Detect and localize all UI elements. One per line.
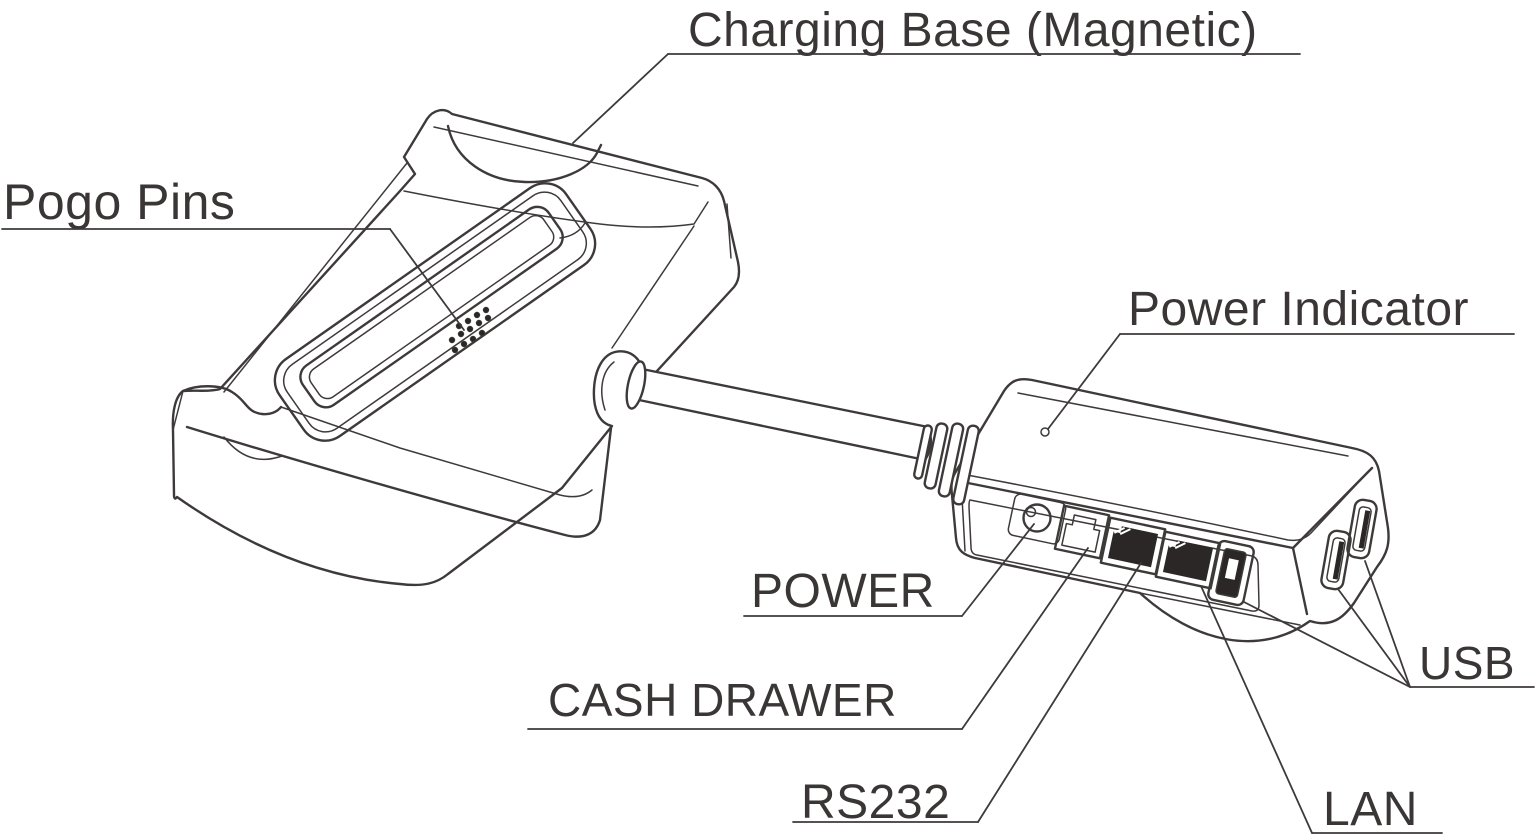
usb-front-shell [1207, 539, 1255, 607]
usb-port-end-1 [1320, 529, 1352, 591]
label-power: POWER [751, 565, 935, 618]
hub-outline [950, 377, 1390, 643]
rib-3 [937, 422, 965, 498]
base-right-edge-inner-line [726, 203, 732, 259]
cradle-slot [273, 182, 597, 442]
slot-outer-outline [273, 182, 597, 442]
callouts: Charging Base (Magnetic) Pogo Pins Power… [1, 4, 1535, 836]
label-charging-base: Charging Base (Magnetic) [688, 4, 1258, 57]
rj45-port-lan [1154, 530, 1222, 590]
hub-back-edge-inner-line [1017, 392, 1349, 457]
rj45-lan-cavity [1162, 540, 1214, 582]
base-slot-end-step [559, 222, 586, 239]
label-cash-drawer: CASH DRAWER [548, 674, 897, 726]
leader-cash-drawer [961, 547, 1089, 730]
hub-top-end-edge [1291, 466, 1374, 550]
leader-power [961, 523, 1035, 617]
rj45-lan-hatch [1168, 540, 1186, 549]
dc-power-jack [1007, 493, 1067, 545]
slot-channel-outline [299, 205, 564, 409]
usb-end1-shell [1320, 529, 1352, 591]
leader-usb-end-2 [1364, 560, 1411, 688]
slot-outer-inner-line [282, 191, 588, 433]
base-left-edge-inner-line [223, 162, 408, 393]
rj45-rs232-hatch [1113, 526, 1131, 535]
leader-usb-end-1 [1337, 588, 1411, 688]
base-inner-step-curve [223, 436, 283, 460]
dc-jack-barrel [1022, 503, 1052, 533]
hub-top-front-edge [956, 479, 1295, 550]
label-pogo-pins: Pogo Pins [3, 174, 235, 230]
label-usb: USB [1419, 637, 1515, 689]
hub-bottom-crease [1139, 592, 1301, 626]
leader-usb-front [1243, 601, 1411, 688]
base-plinth-rim [185, 425, 613, 538]
rib-4 [952, 424, 980, 506]
strain-relief-ribs [913, 422, 980, 506]
usb-port-front [1207, 539, 1255, 607]
usb-end1-contacts [1332, 541, 1345, 580]
usb-port-end-2 [1346, 498, 1378, 560]
power-indicator-led [1040, 427, 1050, 437]
cable-body [634, 367, 933, 462]
usb-front-tongue [1224, 558, 1239, 580]
hub-front-end-edge [1291, 546, 1309, 616]
leader-rs232 [977, 562, 1142, 823]
rj11-outline [1053, 504, 1111, 560]
rib-1 [913, 424, 933, 480]
base-wall-scoop [446, 124, 603, 184]
charging-base-drawing [171, 108, 741, 587]
label-power-indicator: Power Indicator [1128, 283, 1469, 336]
leader-lan [1200, 585, 1313, 834]
usb-end2-slot [1352, 506, 1372, 552]
usb-end2-contacts [1358, 510, 1371, 549]
rib-2 [923, 422, 949, 490]
base-left-corner-edge [172, 390, 184, 431]
base-wall-bottom-edge [403, 190, 709, 228]
label-lan: LAN [1323, 783, 1418, 836]
leader-pogo-pins [389, 228, 465, 331]
leader-power-indicator [1047, 333, 1121, 430]
base-right-inner-edge [611, 225, 695, 349]
cable [625, 360, 933, 462]
rj45-rs232-cavity [1107, 526, 1159, 568]
rj11-port [1053, 504, 1111, 560]
base-boot-inner-arch [601, 361, 615, 411]
usb-end1-slot [1326, 537, 1346, 583]
rj11-keystone [1061, 514, 1101, 553]
base-front-wall-rim-line [280, 406, 593, 498]
rj45-lan-outline [1154, 530, 1222, 590]
dc-jack-pin [1025, 506, 1037, 518]
pogo-pins-cluster [448, 306, 492, 354]
base-wall-top-inner-line [433, 126, 699, 187]
port-panel [968, 499, 1260, 612]
dc-jack-bezel [1007, 493, 1067, 545]
leader-charging-base [572, 53, 669, 144]
slot-channel-inner-line [308, 214, 555, 400]
usb-end2-shell [1346, 498, 1378, 560]
cable-end-cap [625, 360, 647, 410]
base-front-wall-wavy-rim [181, 385, 283, 416]
label-rs232: RS232 [801, 776, 950, 829]
hub-drawing [950, 377, 1390, 643]
